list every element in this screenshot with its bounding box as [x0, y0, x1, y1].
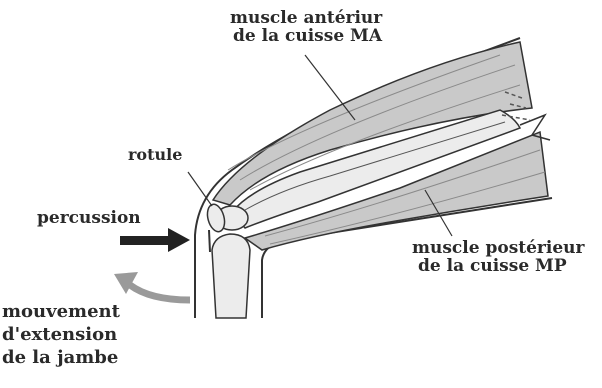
- label-muscle-anterior-line2: de la cuisse MA: [230, 28, 382, 46]
- patellar-tendon: [209, 230, 210, 252]
- label-muscle-posterior-line2: de la cuisse MP: [412, 258, 584, 276]
- label-extension-line2: d'extension: [2, 323, 120, 346]
- label-extension-line1: mouvement: [2, 300, 120, 323]
- tibia-bone: [212, 234, 250, 318]
- label-muscle-posterior: muscle postérieur de la cuisse MP: [412, 240, 584, 276]
- label-rotule: rotule: [128, 147, 182, 164]
- label-percussion: percussion: [37, 210, 141, 228]
- extension-arrow: [114, 272, 190, 300]
- leader-rotule: [188, 172, 212, 206]
- percussion-arrow: [120, 228, 190, 252]
- label-muscle-anterior: muscle antériur de la cuisse MA: [230, 10, 382, 46]
- label-extension-line3: de la jambe: [2, 346, 120, 369]
- label-extension-movement: mouvement d'extension de la jambe: [2, 300, 120, 369]
